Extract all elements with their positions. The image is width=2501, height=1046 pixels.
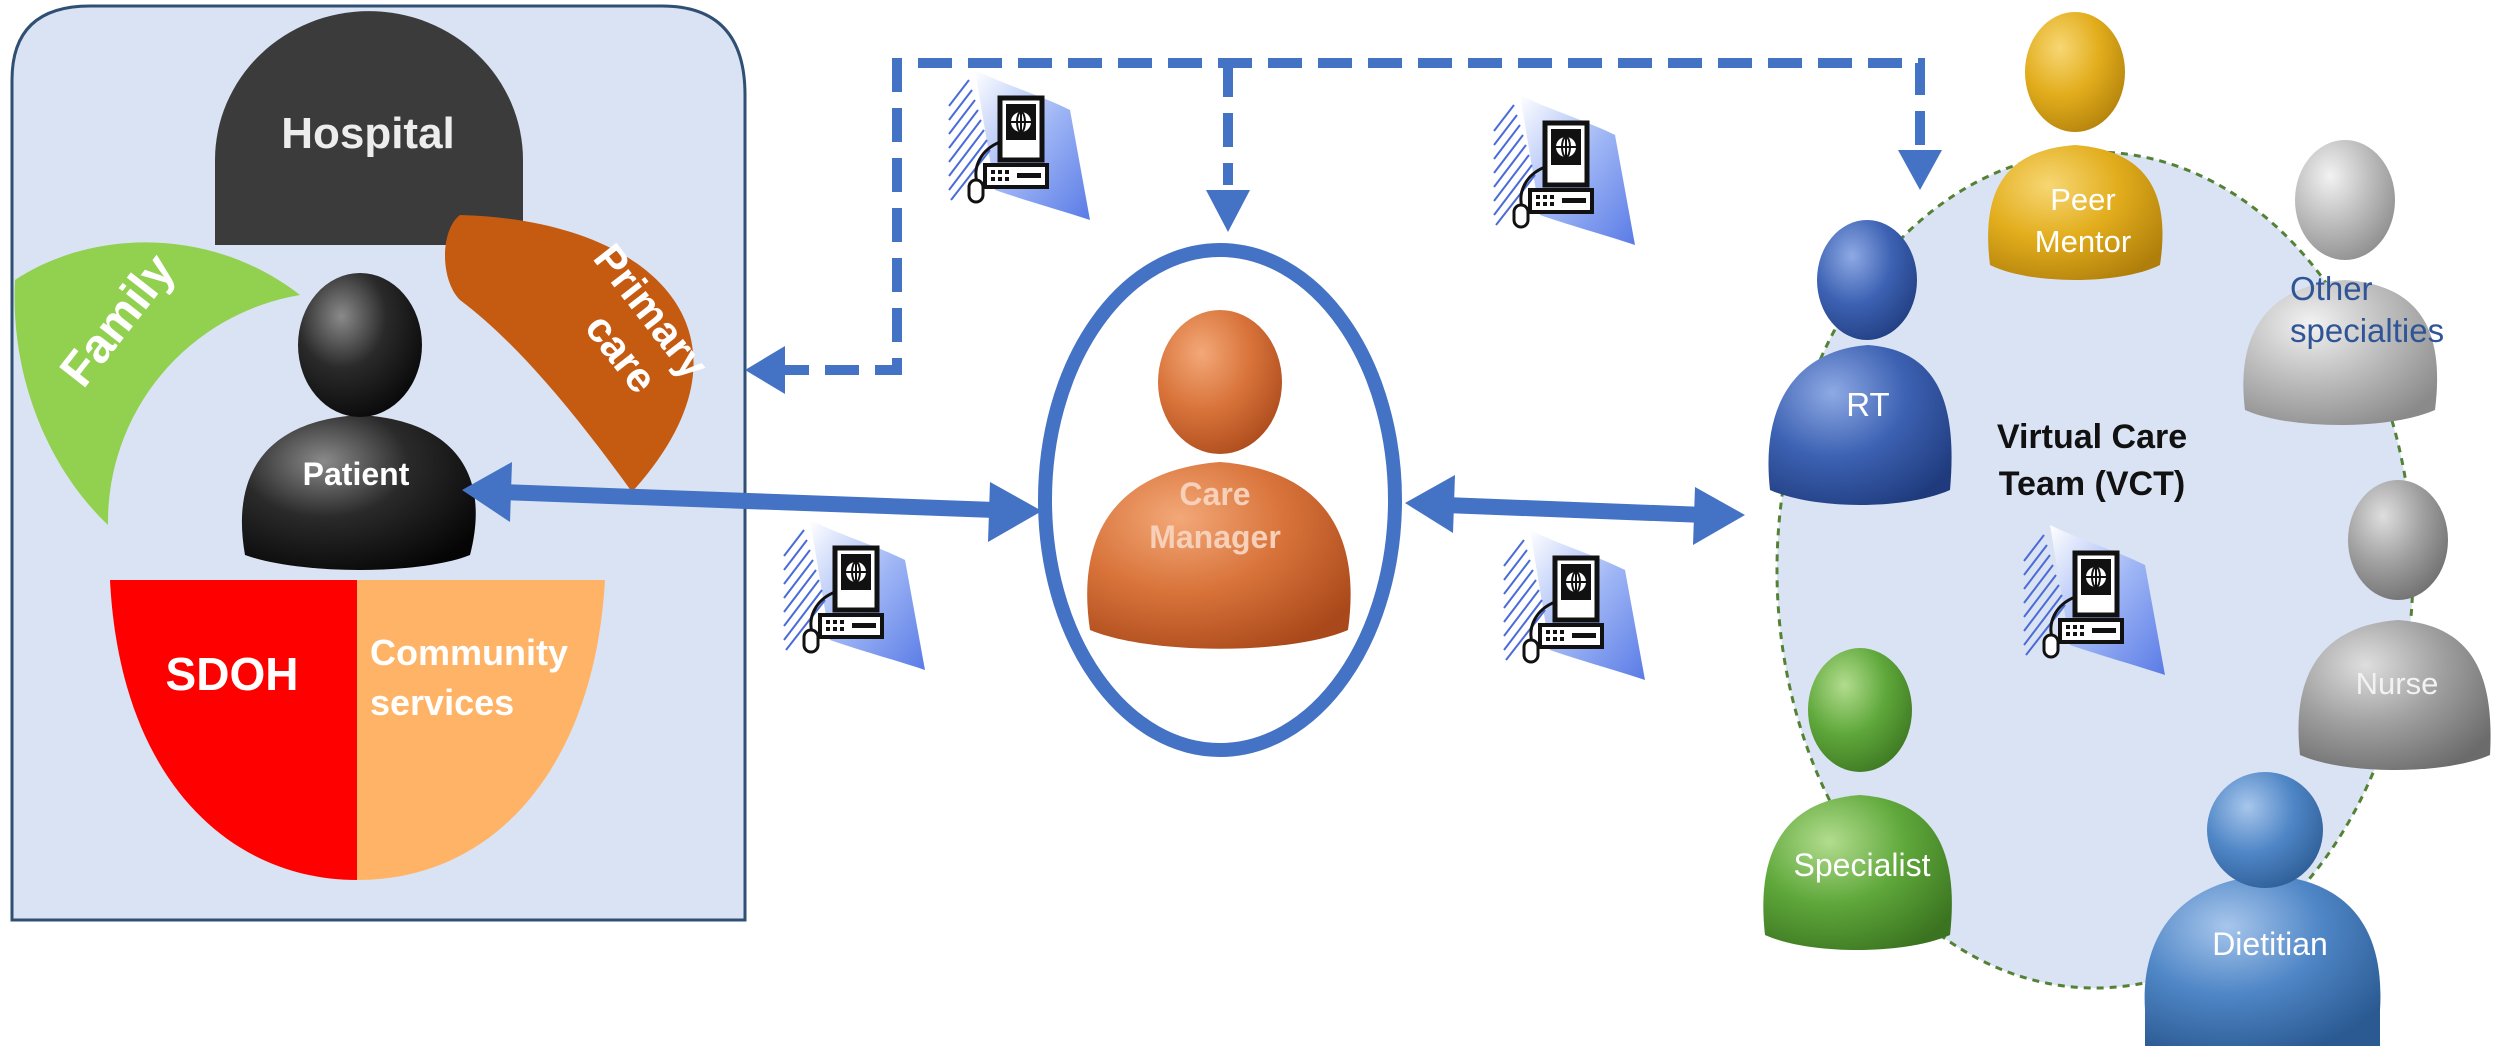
community-services-shape bbox=[357, 580, 605, 880]
vct-title-line1: Virtual Care bbox=[1997, 418, 2187, 456]
peer-mentor-label-line2: Mentor bbox=[2035, 224, 2131, 259]
feedback-dashed-arrow bbox=[775, 58, 1925, 375]
specialist-label: Specialist bbox=[1794, 847, 1931, 883]
patient-figure bbox=[241, 273, 476, 570]
care-manager-label-line1: Care bbox=[1179, 476, 1250, 512]
dashed-arrowhead-to-vct bbox=[1898, 150, 1942, 190]
telehealth-computer-icon bbox=[1494, 95, 1635, 245]
specialist-figure bbox=[1763, 648, 1952, 950]
peer-mentor-label-line1: Peer bbox=[2050, 182, 2115, 217]
dietitian-label: Dietitian bbox=[2212, 926, 2328, 962]
dashed-arrowhead-to-care-manager bbox=[1206, 190, 1250, 232]
sdoh-shape bbox=[110, 580, 357, 880]
dietitian-figure bbox=[2144, 772, 2381, 1046]
dashed-arrowhead-to-primary-care bbox=[745, 346, 785, 394]
other-specialties-label-line2: specialties bbox=[2290, 312, 2444, 349]
telehealth-computer-icon bbox=[1504, 530, 1645, 680]
nurse-figure bbox=[2298, 480, 2491, 770]
care-manager-figure bbox=[1087, 310, 1351, 649]
patient-care-manager-arrow bbox=[462, 462, 1042, 542]
rt-figure bbox=[1768, 220, 1952, 505]
vct-title-line2: Team (VCT) bbox=[1999, 465, 2185, 503]
rt-label: RT bbox=[1846, 386, 1889, 423]
community-services-label-line2: services bbox=[370, 682, 514, 723]
hospital-shape bbox=[215, 11, 523, 245]
telehealth-computer-icon bbox=[949, 70, 1090, 220]
care-manager-vct-arrow bbox=[1405, 475, 1745, 545]
patient-label: Patient bbox=[303, 456, 410, 492]
sdoh-label: SDOH bbox=[166, 648, 299, 700]
care-manager-label-line2: Manager bbox=[1149, 519, 1281, 555]
telehealth-computer-icon bbox=[784, 520, 925, 670]
other-specialties-label-line1: Other bbox=[2290, 270, 2373, 307]
primary-care-shape bbox=[445, 215, 694, 492]
community-services-label-line1: Community bbox=[370, 632, 568, 673]
hospital-label: Hospital bbox=[281, 109, 455, 158]
family-shape bbox=[14, 242, 300, 525]
nurse-label: Nurse bbox=[2356, 666, 2439, 701]
other-specialties-figure bbox=[2243, 140, 2438, 425]
peer-mentor-figure bbox=[1988, 12, 2163, 280]
